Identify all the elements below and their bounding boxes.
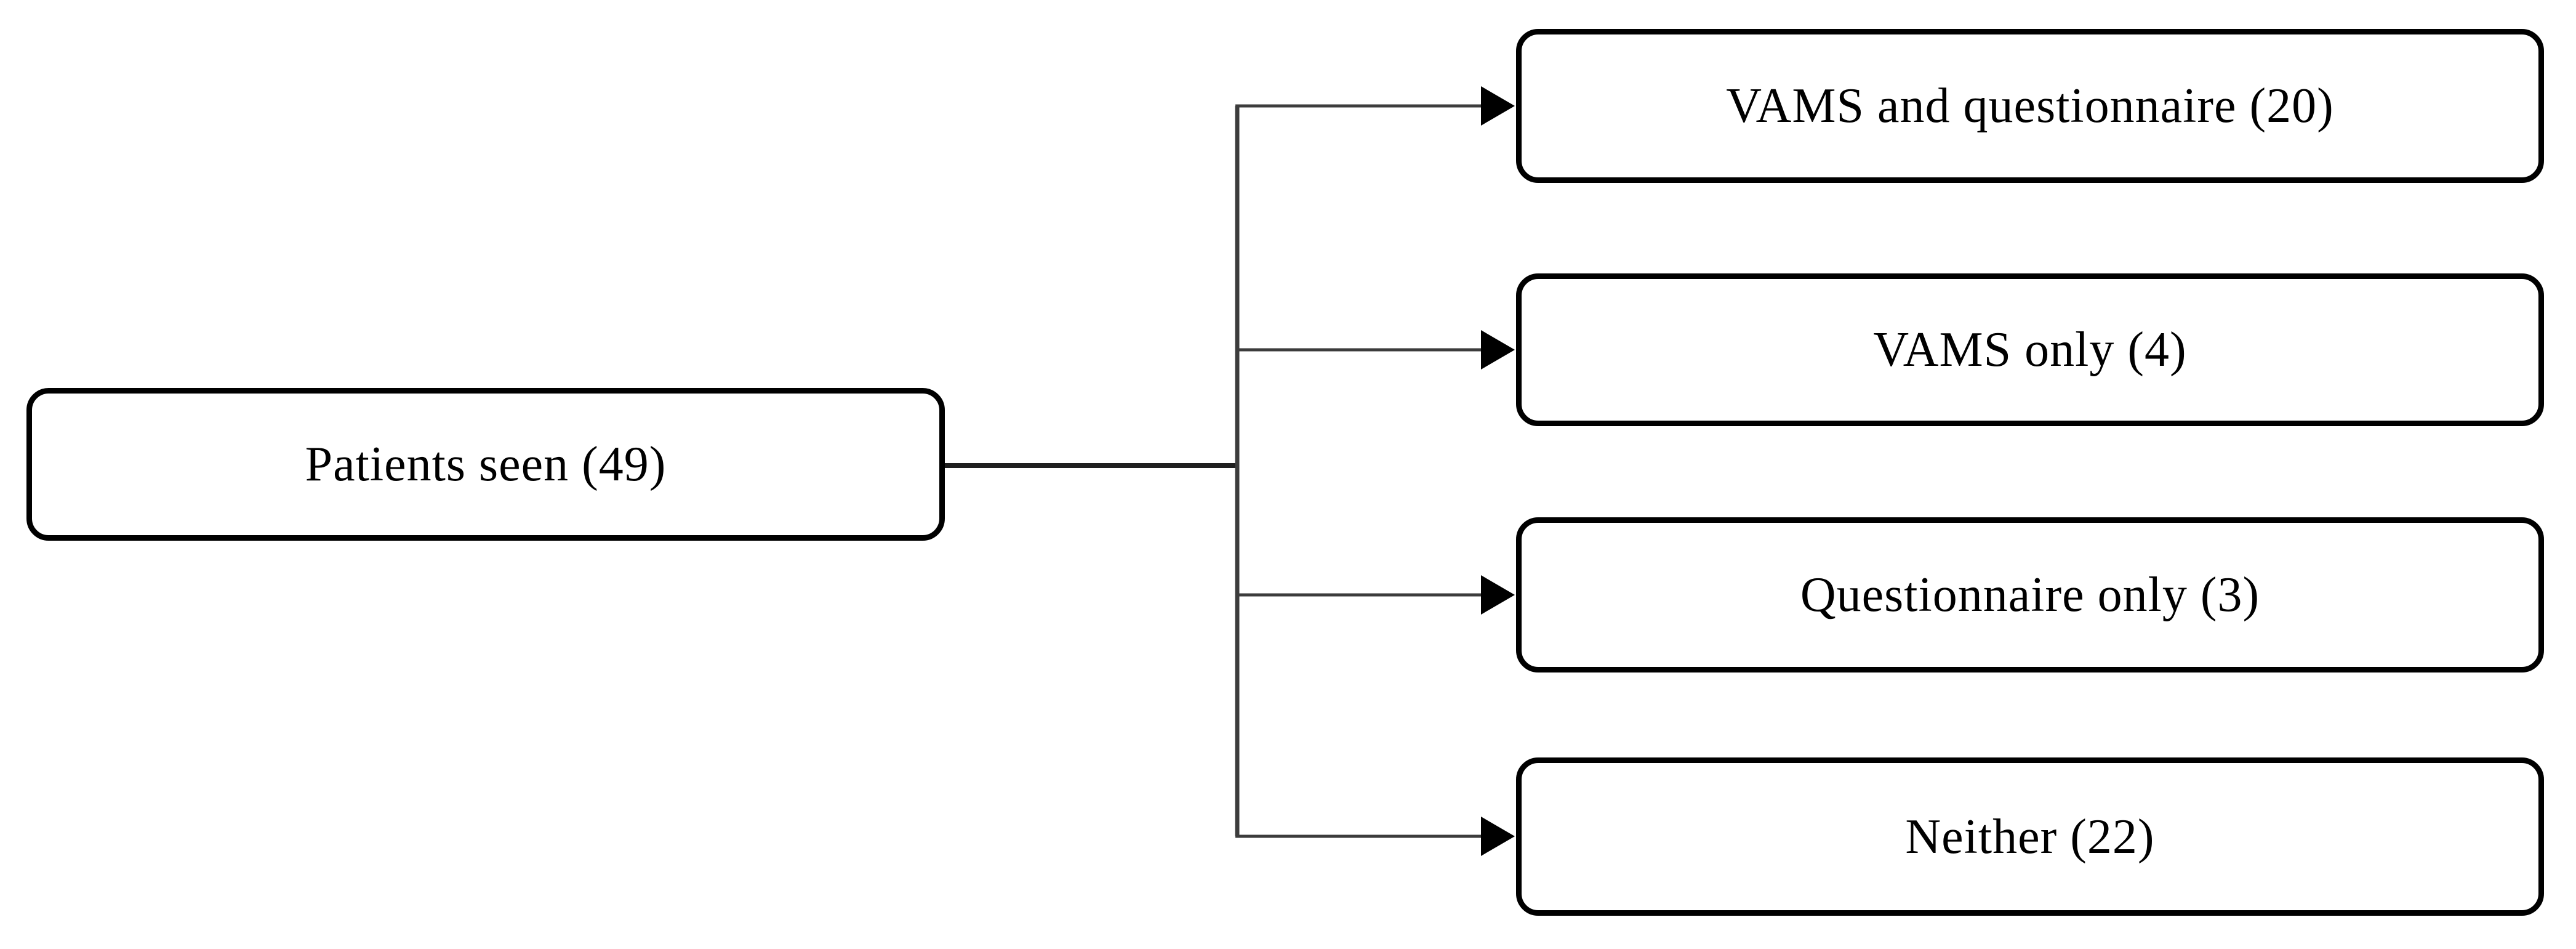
node-vams-and-questionnaire-label: VAMS and questionnaire (20)	[1726, 79, 2334, 133]
node-patients-seen: Patients seen (49)	[26, 388, 945, 541]
node-vams-only-label: VAMS only (4)	[1873, 323, 2187, 377]
node-questionnaire-only-label: Questionnaire only (3)	[1800, 568, 2260, 622]
arrowhead-4	[1481, 817, 1515, 856]
node-vams-and-questionnaire: VAMS and questionnaire (20)	[1516, 29, 2544, 183]
arrowhead-1	[1481, 86, 1515, 126]
node-vams-only: VAMS only (4)	[1516, 273, 2544, 426]
node-neither: Neither (22)	[1516, 757, 2544, 916]
arrowhead-3	[1481, 575, 1515, 615]
node-patients-seen-label: Patients seen (49)	[305, 437, 667, 491]
node-questionnaire-only: Questionnaire only (3)	[1516, 517, 2544, 672]
node-neither-label: Neither (22)	[1905, 809, 2155, 864]
arrowhead-2	[1481, 330, 1515, 370]
